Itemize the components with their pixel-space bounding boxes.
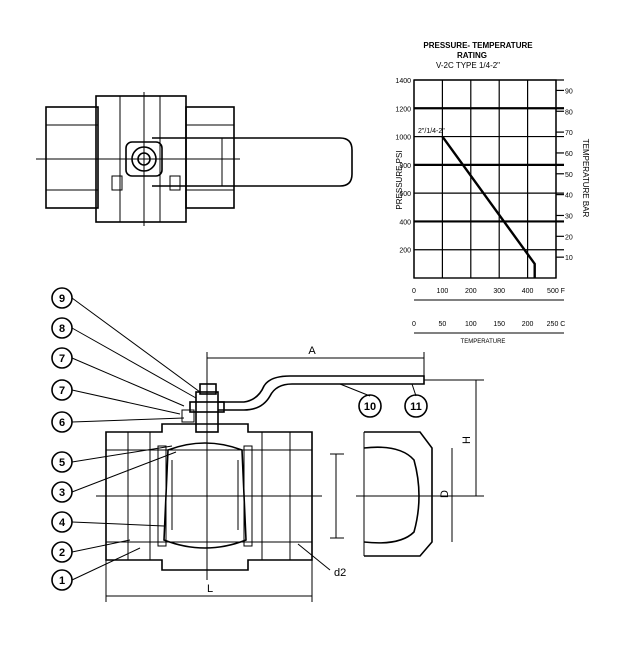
callout-11: 11	[410, 401, 422, 413]
y2-tick-label: 10	[565, 255, 573, 262]
callout-6: 6	[59, 417, 65, 429]
x-tick-label-f: 100	[437, 288, 449, 295]
chart-annotation: 2"/1/4-2"	[418, 128, 445, 135]
x-tick-label-c: 250 C	[547, 321, 566, 328]
x-tick-label-c: 0	[412, 321, 416, 328]
x-tick-label-f: 200	[465, 288, 477, 295]
dim-a-label: A	[308, 345, 316, 357]
y2-tick-label: 20	[565, 234, 573, 241]
chart-y2-ticks: 90 80 70 60 50 40 30 20 10	[565, 88, 573, 262]
chart-frame	[413, 79, 557, 279]
y2-tick-label: 70	[565, 130, 573, 137]
x-tick-label-f: 0	[412, 288, 416, 295]
valve-top-view	[36, 92, 353, 226]
chart-y-ticks: 1400 1200 1000 800 600 400 200	[395, 78, 411, 255]
rating-curve-line	[441, 135, 536, 278]
dim-d2-label: d2	[334, 567, 346, 579]
y-tick-label: 800	[399, 163, 411, 170]
callout-1: 1	[59, 575, 65, 587]
y-axis-label: PRESSURE PSI	[395, 150, 404, 209]
y-tick-label: 1200	[395, 106, 411, 113]
callout-5: 5	[59, 457, 65, 469]
callout-7a: 7	[59, 353, 65, 365]
x-tick-label-c: 200	[522, 321, 534, 328]
chart-subtitle: V-2C TYPE 1/4-2"	[436, 61, 500, 70]
chart-title-line2: RATING	[457, 51, 487, 60]
y2-tick-label: 80	[565, 109, 573, 116]
y2-axis-label: TEMPERATURE BAR	[581, 139, 590, 218]
y2-tick-label: 60	[565, 151, 573, 158]
valve-side-view: A H D d2 L	[96, 345, 484, 602]
callout-7b: 7	[59, 385, 65, 397]
callout-3: 3	[59, 487, 65, 499]
x-tick-label-f: 500 F	[547, 288, 565, 295]
dim-l-label: L	[207, 583, 213, 595]
chart-x-ticks-celsius: 0 50 100 150 200 250 C	[412, 321, 565, 328]
callout-4: 4	[59, 517, 66, 529]
pressure-temperature-chart: PRESSURE- TEMPERATURE RATING V-2C TYPE 1…	[395, 41, 590, 345]
part-callouts: 9 8 7 7 6 5 3 4 2 1 10 11	[51, 287, 428, 591]
x-tick-label-c: 50	[439, 321, 447, 328]
chart-grid	[413, 79, 564, 279]
callout-9: 9	[59, 293, 65, 305]
y-tick-label: 400	[399, 219, 411, 226]
chart-title: PRESSURE- TEMPERATURE	[423, 41, 533, 50]
dim-d-label: D	[439, 490, 451, 498]
y2-tick-label: 90	[565, 88, 573, 95]
dim-h-label: H	[461, 436, 473, 444]
y2-tick-label: 40	[565, 193, 573, 200]
x-tick-label-c: 150	[493, 321, 505, 328]
callout-2: 2	[59, 547, 65, 559]
x-axis-label: TEMPERATURE	[461, 339, 506, 345]
x-tick-label-c: 100	[465, 321, 477, 328]
y-tick-label: 200	[399, 248, 411, 255]
y-tick-label: 1000	[395, 135, 411, 142]
chart-x-ticks-fahrenheit: 0 100 200 300 400 500 F	[412, 288, 565, 295]
callout-8: 8	[59, 323, 65, 335]
y2-tick-label: 30	[565, 213, 573, 220]
y2-tick-label: 50	[565, 172, 573, 179]
x-tick-label-f: 400	[522, 288, 534, 295]
y-tick-label: 600	[399, 191, 411, 198]
y-tick-label: 1400	[395, 78, 411, 85]
callout-10: 10	[364, 401, 376, 413]
x-tick-label-f: 300	[493, 288, 505, 295]
